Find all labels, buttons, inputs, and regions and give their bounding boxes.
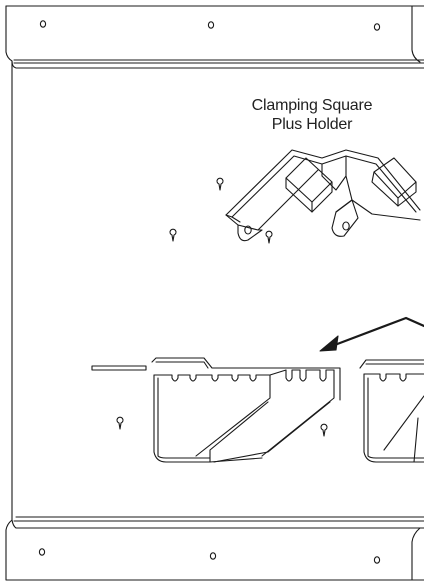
mounting-holes-bottom [38,548,381,564]
bin-holder-right [359,359,424,463]
clamping-square-holder [225,149,421,242]
callout-label: Clamping Square Plus Holder [222,96,402,134]
callout-line-2: Plus Holder [271,116,353,133]
panel-outline [5,5,424,581]
callout-arrow [319,316,424,352]
peg-holes [116,177,328,437]
callout-line-1: Clamping Square [251,97,373,114]
mounting-holes-top [39,20,381,31]
flat-bar [91,365,147,371]
bin-holder-left [151,357,341,463]
